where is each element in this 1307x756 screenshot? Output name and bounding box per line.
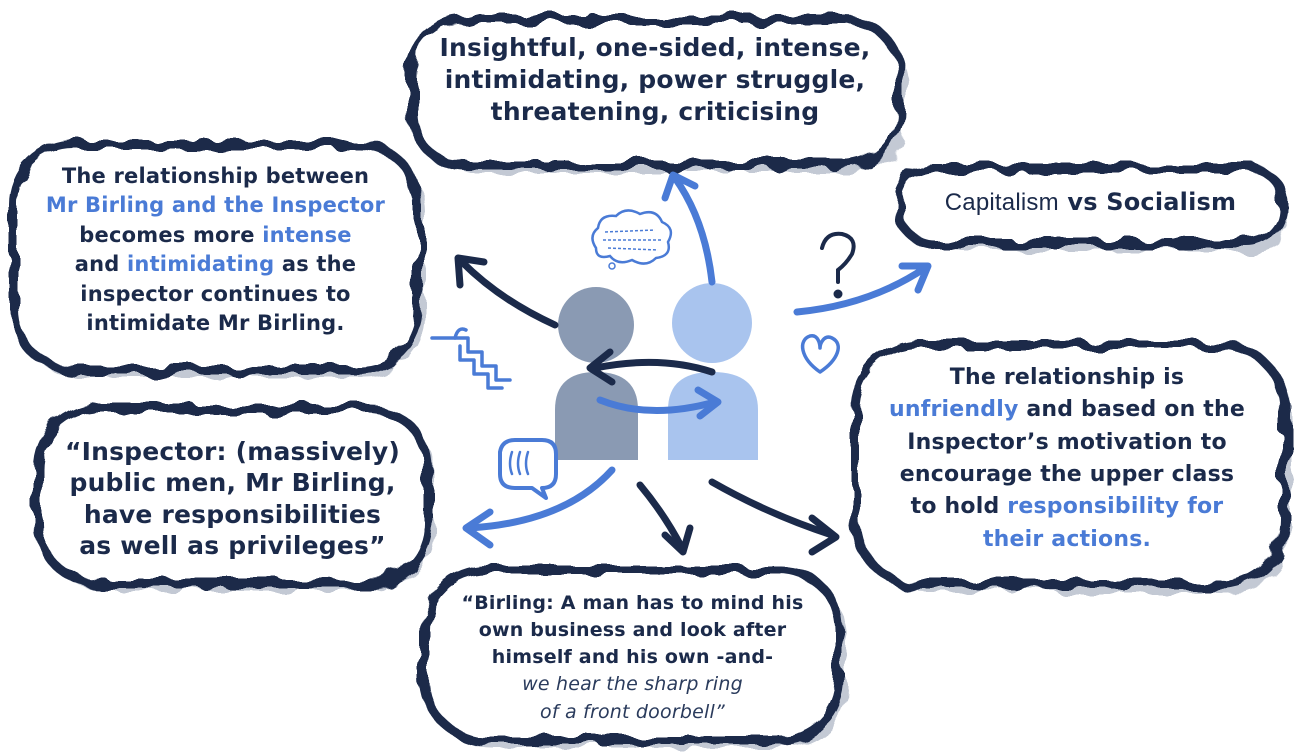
cloud-rb-line-4: encourage the upper class: [899, 461, 1235, 487]
cloud-right-word-2: vs Socialism: [1058, 188, 1237, 216]
question-mark-icon: [820, 231, 856, 299]
cloud-bottom-line-5: of a front doorbell”: [540, 700, 725, 723]
cloud-rb-line-2: unfriendly and based on the: [862, 394, 1272, 426]
arrow-to-right: [793, 262, 932, 316]
cloud-top-line-1: Insightful, one-sided, intense,: [439, 33, 871, 62]
cloud-right-word-1: Capitalism: [944, 189, 1059, 216]
stairs-icon: [430, 327, 512, 390]
arrow-to-bottom: [636, 481, 694, 556]
cloud-right-bottom: [850, 340, 1291, 592]
cloud-top-line-2: intimidating, power struggle,: [444, 65, 866, 94]
cloud-left-bottom: [33, 403, 434, 590]
cloud-rb-line-1: The relationship is: [949, 365, 1185, 390]
two-people-icon: [555, 283, 758, 460]
cloud-left-line-6: intimidate Mr Birling.: [86, 310, 345, 335]
cloud-lb-line-3: have responsibilities: [83, 499, 382, 529]
cloud-top-line-3: threatening, criticising: [490, 97, 820, 126]
cloud-lb-line-1: “Inspector: (massively): [64, 437, 401, 466]
radial-arrows: [454, 171, 932, 556]
cloud-left-line-4-a: and: [74, 252, 128, 277]
heart-icon: [800, 334, 840, 374]
arrow-to-right-bottom: [708, 478, 840, 556]
thought-cloud-icon: [591, 209, 673, 270]
cloud-left-line-4-b: intimidating: [127, 252, 275, 277]
cloud-bottom-line-4: we hear the sharp ring: [522, 673, 743, 696]
exchange-arrows: [586, 348, 722, 420]
cloud-right-text: Capitalism vs Socialism: [918, 188, 1263, 217]
cloud-rb-line-5-a: to hold: [910, 494, 1008, 520]
cloud-rb-line-2-a: unfriendly: [888, 397, 1019, 423]
cloud-left: [9, 140, 425, 377]
cloud-top-text: Insightful, one-sided, intense, intimida…: [425, 32, 885, 128]
cloud-bottom-text: “Birling: A man has to mind his own busi…: [440, 590, 825, 726]
cloud-right-bottom-text: The relationship is unfriendly and based…: [862, 362, 1272, 556]
speech-bubble-icon: [498, 438, 558, 500]
arrow-to-top: [661, 171, 716, 286]
cloud-bottom: [420, 565, 846, 747]
cloud-bottom-line-2: own business and look after: [478, 619, 787, 642]
cloud-left-line-3-a: becomes more: [79, 222, 263, 247]
cloud-rb-line-5-b: responsibility for: [1007, 494, 1224, 520]
arrow-to-left-bottom: [462, 466, 616, 549]
cloud-left-line-5: inspector continues to: [80, 281, 351, 306]
cloud-right: [893, 163, 1289, 250]
cloud-rb-line-2-b: and based on the: [1018, 397, 1246, 423]
cloud-left-line-1: The relationship between: [61, 164, 370, 188]
cloud-bottom-line-3: himself and his own -and-: [491, 646, 774, 669]
cloud-left-bottom-text: “Inspector: (massively) public men, Mr B…: [55, 436, 410, 561]
cloud-rb-line-3: Inspector’s motivation to: [907, 429, 1227, 455]
cloud-left-line-3: becomes more intense: [18, 221, 413, 250]
cloud-rb-line-6: their actions.: [982, 526, 1152, 552]
cloud-top: [405, 15, 906, 172]
cloud-left-line-4: and intimidating as the: [18, 250, 413, 279]
cloud-lb-line-2: public men, Mr Birling,: [69, 468, 396, 498]
cloud-left-line-2: Mr Birling and the Inspector: [45, 193, 386, 218]
cloud-lb-line-4: as well as privileges”: [79, 530, 386, 560]
cloud-left-line-3-b: intense: [262, 222, 352, 247]
arrow-to-left: [454, 254, 559, 329]
cloud-left-line-4-c: as the: [274, 252, 357, 277]
cloud-bottom-line-1: “Birling: A man has to mind his: [461, 592, 804, 614]
cloud-left-text: The relationship between Mr Birling and …: [18, 162, 413, 338]
cloud-rb-line-5: to hold responsibility for: [862, 491, 1272, 523]
